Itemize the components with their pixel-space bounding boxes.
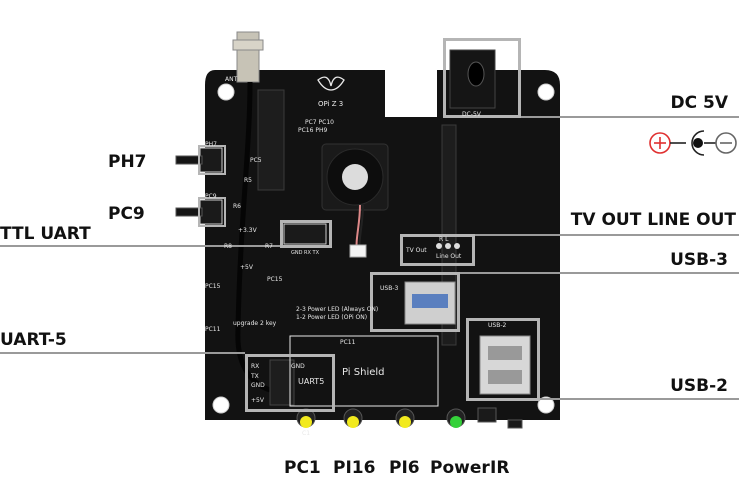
tv-out-callout-box: [400, 234, 475, 266]
silk-c1: C1: [302, 430, 311, 437]
silk-pc15: PC15: [267, 276, 283, 283]
antenna-cable: [235, 81, 271, 393]
tv-out-line: [475, 234, 739, 236]
label-pc9: PC9: [108, 204, 145, 224]
silk-ant: ANT: [225, 76, 238, 83]
silk-gnd: GND: [251, 382, 265, 389]
label-dc5v: DC 5V: [670, 93, 729, 113]
silk-usb3: USB-3: [380, 285, 399, 292]
silk-r8: R8: [224, 243, 232, 250]
silk-tv-out: TV Out: [406, 247, 427, 254]
usb2-port: [479, 335, 531, 395]
silk-board-name: OPi Z 3: [318, 100, 344, 108]
dc5v-line: [521, 116, 739, 118]
pi-shield-outline: [289, 335, 439, 407]
silk-line-out: Line Out: [436, 253, 462, 260]
label-tv-out-line-out: TV OUT LINE OUT: [570, 210, 736, 230]
silk-pc9: PC9: [205, 193, 217, 200]
label-pc1: PC1: [284, 458, 321, 478]
label-usb2: USB-2: [670, 376, 728, 396]
dc-center-symbol: [691, 130, 705, 156]
silk-uart5: UART5: [298, 377, 325, 386]
silk-pc11: PC11: [205, 326, 221, 333]
silk-pc15-left: PC15: [205, 283, 221, 290]
silk-r7: R7: [265, 243, 273, 250]
led-power: [446, 408, 466, 428]
led-pi16: [343, 408, 363, 428]
silk-pc11-shield: PC11: [340, 339, 356, 346]
ttl-uart-header: [283, 223, 327, 245]
silk-plus5v: +5V: [240, 264, 253, 271]
board-outline: [205, 70, 560, 420]
label-pi16: PI16: [333, 458, 376, 478]
uart5-callout-box: [245, 354, 335, 412]
silk-ph7: PH7: [205, 141, 217, 148]
silk-r-l: R L: [439, 236, 449, 243]
pc9-callout-box: [198, 197, 226, 227]
silk-pc16-ph9: PC16 PH9: [298, 127, 328, 134]
silk-tx: TX: [251, 373, 259, 380]
ttl-uart-callout-box: [280, 220, 332, 248]
silk-dc5v: DC-5V: [462, 111, 481, 118]
label-ph7: PH7: [108, 152, 147, 172]
label-usb3: USB-3: [670, 250, 728, 270]
silk-plus33v: +3.3V: [238, 227, 257, 234]
label-power: Power: [430, 458, 490, 478]
led-pi6: [395, 408, 415, 428]
silk-power-led-2: 1-2 Power LED (OPi ON): [296, 314, 368, 321]
silk-rx: RX: [251, 363, 260, 370]
dc-jack: [449, 49, 496, 109]
silk-upgrade-key: upgrade 2 key: [233, 320, 277, 327]
silk-r6: R6: [233, 203, 241, 210]
label-ir: IR: [490, 458, 510, 478]
ttl-uart-line: [0, 245, 280, 247]
silk-pc7-pc10: PC7 PC10: [305, 119, 334, 126]
ir-receiver: [477, 407, 497, 423]
label-uart5: UART-5: [0, 330, 67, 350]
mounting-hole: [537, 83, 555, 101]
silk-pi-shield: Pi Shield: [342, 367, 385, 378]
ph7-callout-box: [198, 145, 226, 175]
silk-pc5: PC5: [250, 157, 262, 164]
dc5v-callout-box: [443, 38, 521, 118]
uart5-line: [0, 352, 245, 354]
silk-r5: R5: [244, 177, 252, 184]
gpio-header-left: [257, 89, 285, 191]
mounting-hole: [217, 83, 235, 101]
silk-5v-uart: +5V: [251, 397, 264, 404]
mounting-hole: [212, 396, 230, 414]
usb2-callout-box: [466, 318, 540, 401]
opi-logo: [317, 76, 345, 91]
mounting-hole: [537, 396, 555, 414]
label-ttl-uart: TTL UART: [0, 224, 91, 244]
usb3-line: [460, 272, 739, 274]
silk-gnd2: GND: [291, 363, 305, 370]
label-pi6: PI6: [389, 458, 420, 478]
usb3-callout-box: [370, 272, 460, 332]
silk-gnd-rx-tx: GND RX TX: [291, 250, 320, 256]
usb2-line: [540, 398, 739, 400]
silk-usb2: USB-2: [488, 322, 507, 329]
silk-power-led-1: 2-3 Power LED (Always ON): [296, 306, 379, 313]
